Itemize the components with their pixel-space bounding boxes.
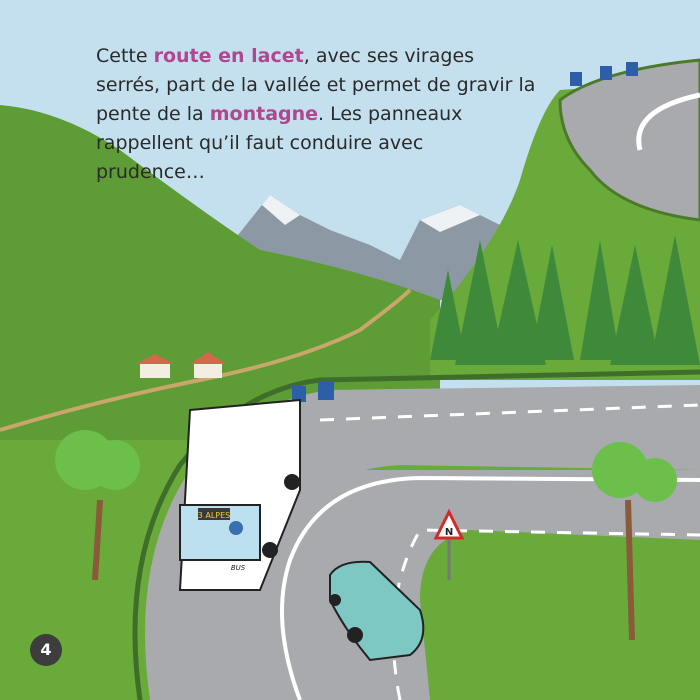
bus: 3 ALPES BUS xyxy=(178,398,301,591)
page-number: 4 xyxy=(30,634,62,666)
hill-left xyxy=(0,105,440,460)
bus-destination-sign: 3 ALPES xyxy=(198,511,231,520)
page-text: Cette route en lacet, avec ses virages s… xyxy=(96,42,536,187)
houses xyxy=(136,352,226,378)
highlight-term: route en lacet xyxy=(153,45,304,67)
text-segment: , avec ses virages serrés, part de la va… xyxy=(96,45,536,125)
warning-sign-letter: N xyxy=(445,527,453,538)
highlight-term: montagne xyxy=(209,103,319,125)
guardrail xyxy=(132,369,700,700)
car xyxy=(329,560,425,662)
pine-trees xyxy=(430,235,700,365)
warning-sign: N xyxy=(433,508,465,580)
bus-brand-label: BUS xyxy=(231,564,246,572)
text-segment: . Les panneaux rappellent qu’il faut con… xyxy=(96,103,463,183)
text-segment: Cette xyxy=(96,45,154,67)
chevron-signs xyxy=(292,62,638,402)
trees xyxy=(55,430,677,641)
